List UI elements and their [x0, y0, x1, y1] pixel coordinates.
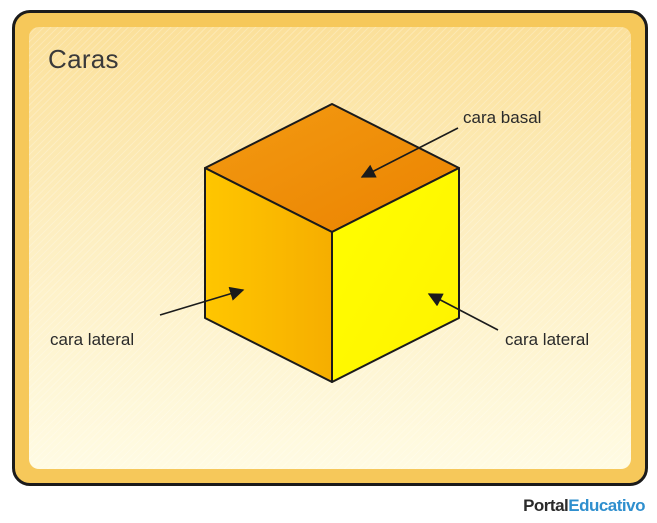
portal-educativo-logo: PortalEducativo	[523, 496, 645, 516]
arrow-right-face	[427, 293, 499, 331]
logo-text-portal: Portal	[523, 496, 569, 515]
label-right-face: cara lateral	[505, 330, 590, 349]
arrow-left-face	[159, 286, 245, 316]
logo-text-educativo: Educativo	[568, 496, 645, 515]
diagram-frame	[12, 10, 648, 486]
cube-right-face	[331, 167, 460, 383]
label-left-face: cara lateral	[50, 330, 135, 349]
arrow-top-face	[360, 127, 459, 178]
diagram-title: Caras	[48, 44, 119, 74]
cube	[204, 103, 460, 383]
label-top-face: cara basal	[463, 108, 542, 127]
